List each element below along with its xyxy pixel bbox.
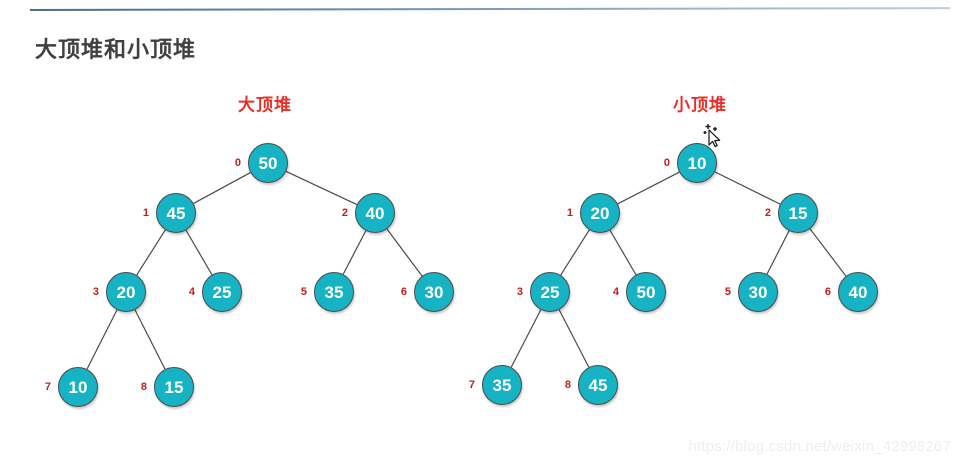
tree-node[interactable]: 25 xyxy=(530,272,570,312)
page-title: 大顶堆和小顶堆 xyxy=(35,37,197,62)
tree-edge xyxy=(285,170,358,206)
tree-edge xyxy=(342,230,367,275)
tree-node[interactable]: 40 xyxy=(355,193,395,233)
tree-node[interactable]: 25 xyxy=(202,272,242,312)
node-index-label: 6 xyxy=(400,286,407,298)
node-index-label: 4 xyxy=(188,286,195,298)
tree-node[interactable]: 20 xyxy=(106,272,146,312)
tree-node[interactable]: 50 xyxy=(626,272,666,312)
watermark-text: https://blog.csdn.net/weixin_42998267 xyxy=(688,438,951,455)
node-index-label: 6 xyxy=(824,286,831,298)
tree-node[interactable]: 50 xyxy=(248,143,288,183)
tree-edge xyxy=(558,309,590,368)
node-index-label: 5 xyxy=(724,286,731,298)
node-index-label: 3 xyxy=(92,286,99,298)
node-index-label: 8 xyxy=(564,379,571,391)
tree-node[interactable]: 10 xyxy=(677,143,717,183)
header-rule xyxy=(29,7,951,11)
tree-node[interactable]: 20 xyxy=(580,193,620,233)
tree-edge xyxy=(560,229,590,276)
node-index-label: 7 xyxy=(468,379,475,391)
node-index-label: 4 xyxy=(612,286,619,298)
node-index-label: 0 xyxy=(663,157,670,169)
tree-edge xyxy=(193,172,251,204)
tree-node[interactable]: 10 xyxy=(58,367,98,407)
node-index-label: 5 xyxy=(300,286,307,298)
tree-edge xyxy=(134,309,166,370)
node-index-label: 2 xyxy=(341,207,348,219)
node-index-label: 1 xyxy=(142,207,149,219)
tree-node[interactable]: 15 xyxy=(778,193,818,233)
tree-node[interactable]: 30 xyxy=(738,272,778,312)
node-index-label: 7 xyxy=(44,381,51,393)
node-index-label: 8 xyxy=(140,381,147,393)
tree-edge xyxy=(86,309,118,370)
tree-node[interactable]: 45 xyxy=(156,193,196,233)
node-index-label: 1 xyxy=(566,207,573,219)
tree-node[interactable]: 35 xyxy=(482,365,522,405)
tree-edge xyxy=(609,229,637,276)
tree-edge xyxy=(714,171,781,205)
tree-edge xyxy=(510,309,542,368)
tree-caption-0: 大顶堆 xyxy=(238,95,292,115)
tree-edge xyxy=(809,228,847,277)
node-index-label: 0 xyxy=(234,157,241,169)
tree-edge xyxy=(185,229,213,276)
tree-caption-1: 小顶堆 xyxy=(673,95,727,115)
tree-node[interactable]: 15 xyxy=(154,367,194,407)
tree-edge xyxy=(386,228,423,277)
tree-node[interactable]: 40 xyxy=(838,272,878,312)
node-index-label: 2 xyxy=(764,207,771,219)
tree-node[interactable]: 35 xyxy=(314,272,354,312)
tree-edge xyxy=(136,229,166,276)
tree-edge xyxy=(766,230,790,275)
tree-node[interactable]: 45 xyxy=(578,365,618,405)
tree-edge xyxy=(617,171,680,205)
node-index-label: 3 xyxy=(516,286,523,298)
tree-node[interactable]: 30 xyxy=(414,272,454,312)
